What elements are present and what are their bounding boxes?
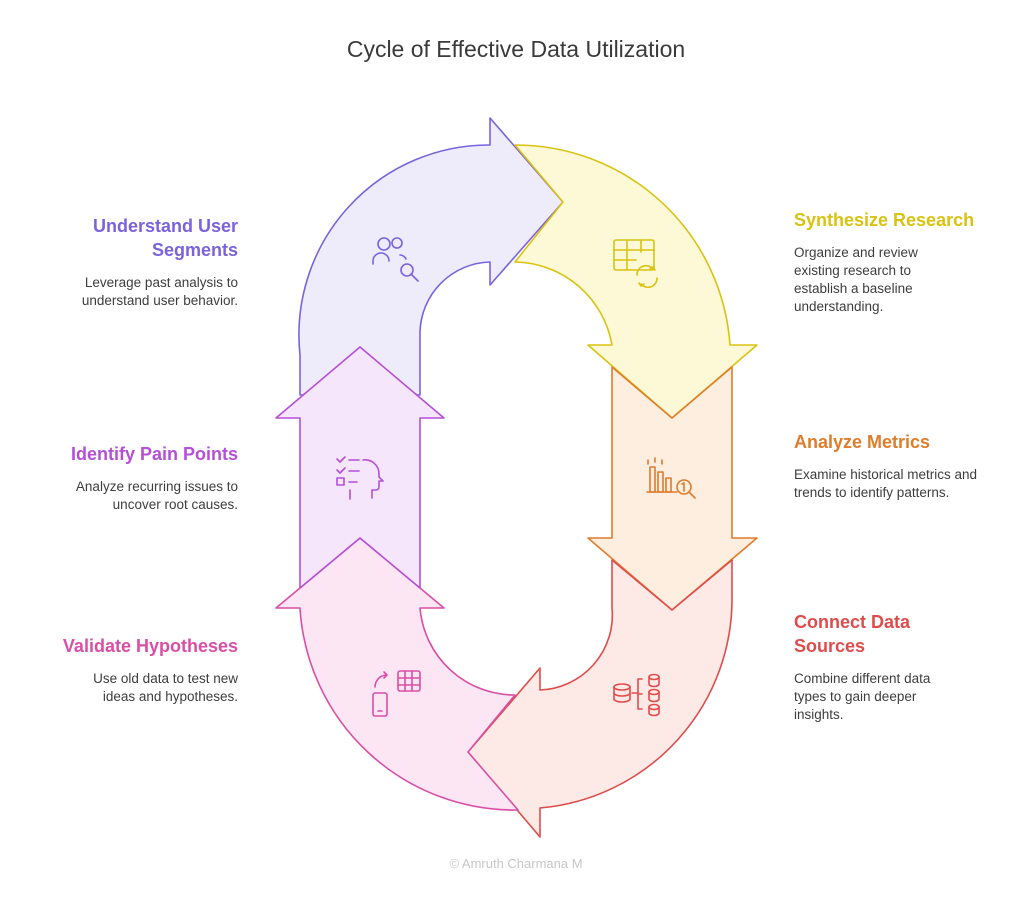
users-search-icon: [372, 237, 419, 282]
step-heading: Identify Pain Points: [70, 444, 238, 464]
checklist-head-icon: [336, 456, 384, 500]
step-heading: Connect Data Sources: [794, 612, 911, 656]
step-heading: Analyze Metrics: [794, 432, 931, 452]
diagram-title: Cycle of Effective Data Utilization: [346, 36, 686, 62]
step-heading: Validate Hypotheses: [62, 636, 238, 656]
arrow-validate-hypotheses: [275, 537, 519, 811]
device-table-icon: [372, 670, 421, 717]
arrow-connect-data-sources: [467, 559, 733, 838]
arrow-synthesize-research: [514, 144, 758, 419]
step-synthesize-research: Synthesize Research Organize and review …: [794, 208, 994, 316]
database-link-icon: [613, 673, 660, 717]
step-validate-hypotheses: Validate Hypotheses Use old data to test…: [38, 634, 238, 706]
step-description: Organize and review existing research to…: [794, 245, 918, 314]
step-description: Use old data to test new ideas and hypot…: [93, 671, 238, 704]
step-description: Combine different data types to gain dee…: [794, 671, 931, 722]
table-refresh-icon: [613, 239, 658, 289]
step-heading: Understand User Segments: [92, 216, 238, 260]
arrow-identify-pain-points: [275, 346, 445, 589]
step-identify-pain-points: Identify Pain Points Analyze recurring i…: [38, 442, 238, 514]
step-description: Leverage past analysis to understand use…: [81, 275, 238, 308]
step-connect-data-sources: Connect Data Sources Combine different d…: [794, 610, 994, 724]
copyright-footer: © Amruth Charmana M: [449, 856, 583, 871]
arrow-analyze-metrics: [587, 366, 758, 611]
arrow-understand-user-segments: [298, 117, 564, 396]
step-description: Analyze recurring issues to uncover root…: [75, 479, 238, 512]
step-analyze-metrics: Analyze Metrics Examine historical metri…: [794, 430, 994, 502]
step-understand-user-segments: Understand User Segments Leverage past a…: [38, 214, 238, 310]
chart-magnify-icon: [646, 457, 696, 499]
step-description: Examine historical metrics and trends to…: [794, 467, 978, 500]
step-heading: Synthesize Research: [794, 210, 975, 230]
